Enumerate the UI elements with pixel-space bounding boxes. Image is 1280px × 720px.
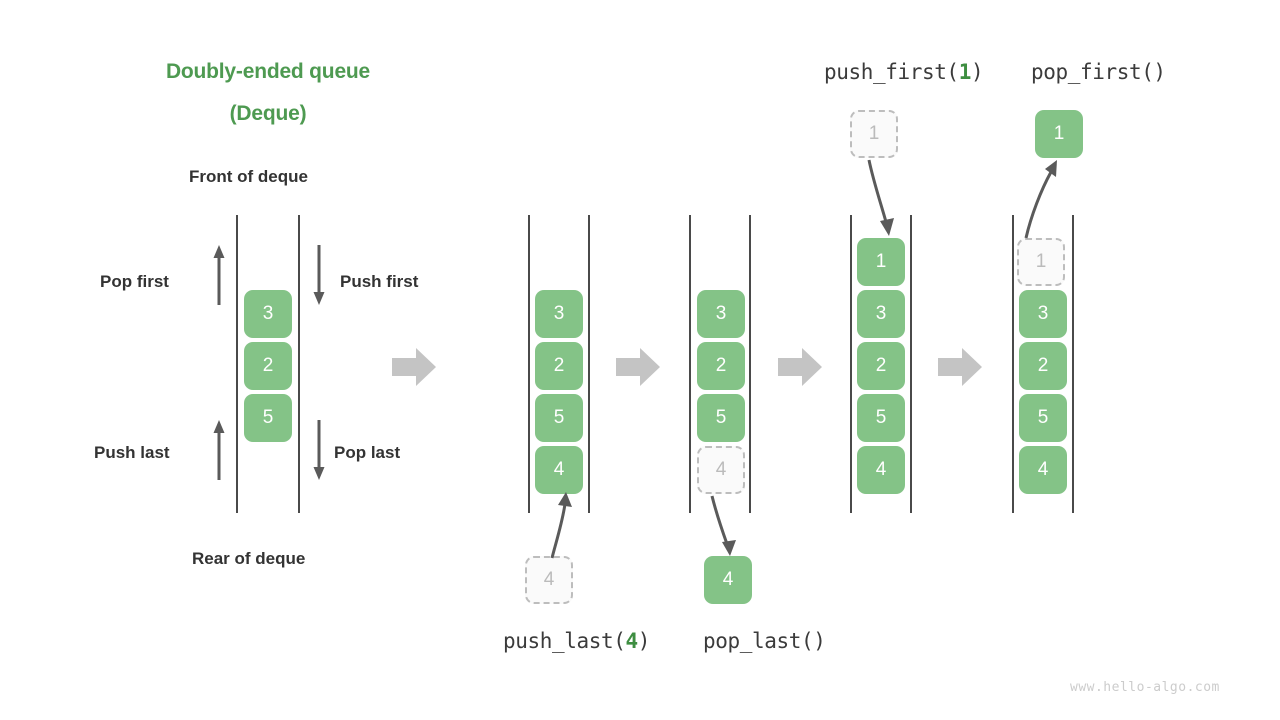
deque-rail-right (588, 215, 590, 513)
deque-cell: 2 (857, 342, 905, 390)
deque-cell: 2 (697, 342, 745, 390)
push-first-arrow-icon (313, 245, 325, 305)
deque-cell: 3 (857, 290, 905, 338)
deque-ghost-cell: 1 (1017, 238, 1065, 286)
pop-first-code-label: pop_first() (1031, 60, 1166, 84)
deque-cell: 5 (1019, 394, 1067, 442)
diagram-title-line1: Doubly-ended queue (165, 60, 371, 83)
deque-cell: 5 (244, 394, 292, 442)
deque-ghost-cell: 4 (525, 556, 573, 604)
deque-rail-left (689, 215, 691, 513)
deque-ghost-cell: 1 (850, 110, 898, 158)
deque-cell: 1 (1035, 110, 1083, 158)
deque-rail-right (910, 215, 912, 513)
push-first-code-label: push_first(1) (824, 60, 984, 84)
pop-last-motion-arrow-icon (710, 495, 736, 556)
deque-cell: 2 (535, 342, 583, 390)
flow-arrow-3-icon (778, 348, 822, 386)
pop-last-label: Pop last (334, 443, 401, 462)
deque-cell: 4 (535, 446, 583, 494)
deque-cell: 4 (704, 556, 752, 604)
deque-cell: 5 (697, 394, 745, 442)
push-last-arrow-icon (213, 420, 225, 480)
flow-arrow-1-icon (392, 348, 436, 386)
pop-first-label: Pop first (100, 272, 169, 291)
push-first-code-arg: 1 (958, 60, 972, 84)
push-last-motion-arrow-icon (550, 492, 572, 559)
deque-rail-right (749, 215, 751, 513)
diagram-title-line2: (Deque) (229, 102, 307, 125)
deque-cell: 1 (857, 238, 905, 286)
pop-last-code-label: pop_last() (703, 629, 826, 653)
push-first-code-prefix: push_first( (824, 60, 959, 84)
push-last-code-suffix: ) (637, 629, 651, 653)
deque-rail-right (1072, 215, 1074, 513)
pop-first-arrow-icon (213, 245, 225, 305)
deque-cell: 3 (244, 290, 292, 338)
push-first-motion-arrow-icon (867, 159, 894, 236)
deque-rail-left (1012, 215, 1014, 513)
deque-cell: 5 (535, 394, 583, 442)
deque-cell: 3 (1019, 290, 1067, 338)
push-first-code-suffix: ) (970, 60, 984, 84)
deque-cell: 2 (244, 342, 292, 390)
deque-rail-right (298, 215, 300, 513)
deque-rail-left (528, 215, 530, 513)
push-first-label: Push first (340, 272, 419, 291)
deque-cell: 3 (535, 290, 583, 338)
flow-arrow-4-icon (938, 348, 982, 386)
push-last-label: Push last (94, 443, 170, 462)
pop-last-arrow-icon (313, 420, 325, 480)
deque-cell: 4 (1019, 446, 1067, 494)
deque-cell: 3 (697, 290, 745, 338)
front-of-deque-label: Front of deque (189, 167, 308, 186)
flow-arrow-2-icon (616, 348, 660, 386)
watermark: www.hello-algo.com (1070, 680, 1220, 695)
deque-cell: 4 (857, 446, 905, 494)
rear-of-deque-label: Rear of deque (192, 549, 306, 568)
push-last-code-arg: 4 (625, 629, 638, 653)
pop-first-motion-arrow-icon (1024, 160, 1057, 239)
deque-cell: 2 (1019, 342, 1067, 390)
deque-rail-left (850, 215, 852, 513)
push-last-code-prefix: push_last( (503, 629, 626, 653)
deque-ghost-cell: 4 (697, 446, 745, 494)
push-last-code-label: push_last(4) (503, 629, 650, 653)
deque-rail-left (236, 215, 238, 513)
deque-cell: 5 (857, 394, 905, 442)
